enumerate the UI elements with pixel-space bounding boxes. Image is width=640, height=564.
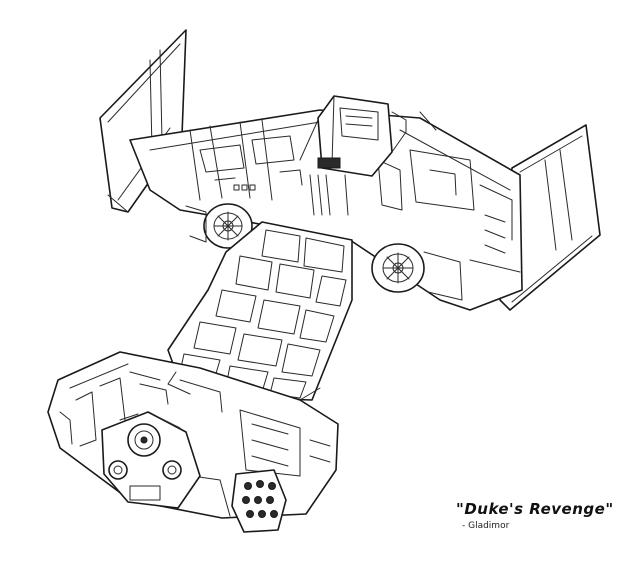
artist-signature: - Gladimor	[462, 521, 510, 531]
left-turbine	[185, 203, 253, 249]
right-turbine	[371, 243, 463, 301]
sketch-accents	[167, 111, 437, 401]
artwork-title: "Duke's Revenge"	[456, 500, 614, 518]
missile-pod	[231, 469, 287, 533]
right-wing-fin	[499, 124, 601, 311]
cockpit-block	[299, 95, 407, 216]
left-wing-fin	[99, 29, 187, 213]
tail-center-pod	[101, 411, 201, 509]
